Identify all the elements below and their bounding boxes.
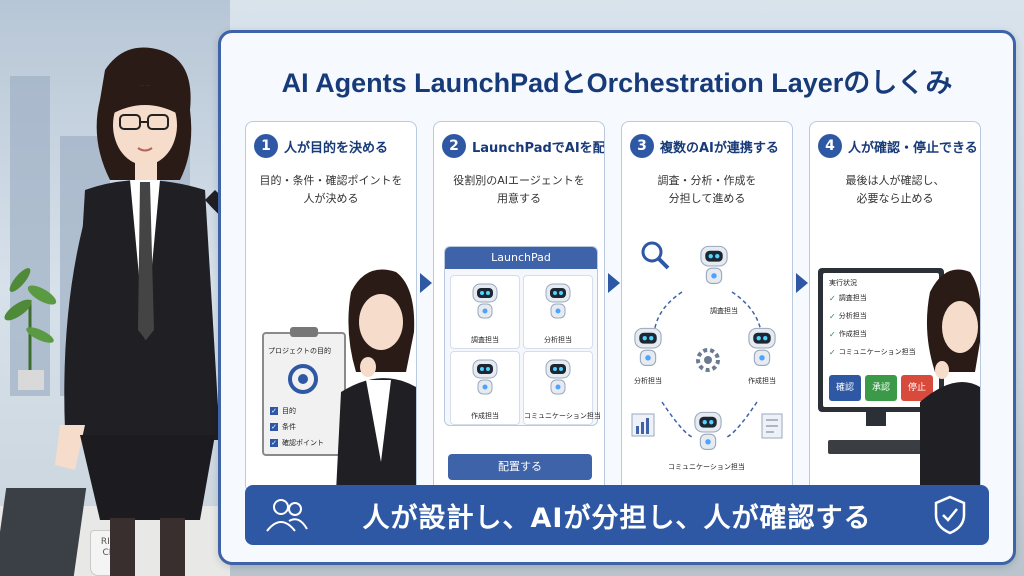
- robot-icon: [472, 359, 498, 395]
- clipboard-icon: プロジェクトの目的 ✓ 目的 ✓ 条件 ✓ 確認ポイント: [262, 327, 346, 456]
- checklist-item: ✓ 確認ポイント: [270, 438, 324, 448]
- checklist-item: ✓ 条件: [270, 422, 296, 432]
- clipboard-title: プロジェクトの目的: [268, 347, 331, 355]
- agent-label: 調査担当: [710, 307, 738, 315]
- monitor-stand: [866, 412, 886, 426]
- clip-icon: [290, 327, 318, 337]
- step-header: 1 人が目的を決める: [254, 132, 412, 160]
- step-title: 複数のAIが連携する: [660, 140, 779, 156]
- status-title: 実行状況: [829, 279, 857, 287]
- shield-check-icon: [934, 495, 966, 535]
- launchpad-panel: LaunchPad 調査担当 分析担当: [444, 246, 601, 426]
- orchestration-diagram: [631, 241, 783, 439]
- status-item-label: 調査担当: [838, 294, 867, 302]
- summary-text: 人が設計し、AIが分担し、人が確認する: [362, 502, 872, 534]
- check-icon: ✓: [270, 407, 278, 415]
- target-icon: [288, 364, 318, 394]
- main-panel: AI Agents LaunchPadとOrchestration Layerの…: [218, 30, 1016, 565]
- agent-slot[interactable]: 調査担当: [450, 275, 520, 349]
- status-item: ✓調査担当: [829, 293, 867, 303]
- step-header: 4 人が確認・停止できる: [818, 132, 978, 160]
- agent-label: 分析担当: [634, 377, 662, 385]
- launchpad-header: LaunchPad: [445, 247, 597, 269]
- agent-slot[interactable]: コミュニケーション担当: [523, 351, 601, 425]
- page-title: AI Agents LaunchPadとOrchestration Layerの…: [281, 68, 953, 98]
- step-number: 3: [630, 134, 654, 158]
- deploy-button[interactable]: 配置する: [448, 454, 592, 480]
- check-icon: ✓: [829, 311, 836, 321]
- arrow-right-icon: [796, 273, 808, 293]
- robot-icon: [700, 245, 728, 284]
- step-card-1: 1 人が目的を決める 目的・条件・確認ポイントを 人が決める プロジェクトの目的…: [245, 121, 417, 493]
- step-header: 2 LaunchPadでAIを配置: [442, 132, 604, 160]
- people-icon: [266, 499, 308, 532]
- status-item: ✓作成担当: [829, 329, 867, 339]
- status-item-label: 作成担当: [838, 330, 867, 338]
- step-description: 最後は人が確認し、 必要なら止める: [845, 174, 945, 205]
- person-at-monitor-illustration: [920, 269, 980, 492]
- step-number: 2: [442, 134, 466, 158]
- agent-slot[interactable]: 分析担当: [523, 275, 593, 349]
- robot-icon: [694, 411, 722, 450]
- check-icon: ✓: [829, 347, 836, 357]
- robot-icon: [472, 283, 498, 319]
- step-number: 4: [818, 134, 842, 158]
- step-number: 1: [254, 134, 278, 158]
- check-icon: ✓: [829, 293, 836, 303]
- arrow-right-icon: [608, 273, 620, 293]
- check-icon: ✓: [270, 439, 278, 447]
- keyboard: [828, 440, 928, 454]
- step-card-3: 3 複数のAIが連携する 調査・分析・作成を 分担して進める 調査担当: [621, 121, 793, 493]
- step-card-2: 2 LaunchPadでAIを配置 役割別のAIエージェントを 用意する Lau…: [433, 121, 605, 493]
- step-title: 人が目的を決める: [284, 140, 389, 156]
- status-item: ✓コミュニケーション担当: [829, 347, 916, 357]
- agent-slot-label: 調査担当: [471, 336, 499, 344]
- arrow-right-icon: [420, 273, 432, 293]
- step-description: 調査・分析・作成を 分担して進める: [657, 174, 757, 205]
- robot-icon: [634, 327, 662, 366]
- checklist-label: 目的: [282, 407, 296, 415]
- step-title: 人が確認・停止できる: [848, 140, 978, 156]
- agent-slot-label: 分析担当: [544, 336, 572, 344]
- agent-slot-label: コミュニケーション担当: [524, 412, 601, 420]
- status-item-label: 分析担当: [838, 312, 867, 320]
- status-item-label: コミュニケーション担当: [838, 348, 916, 356]
- step-card-4: 4 人が確認・停止できる 最後は人が確認し、 必要なら止める 実行状況 ✓調査担…: [809, 121, 981, 493]
- step-description: 役割別のAIエージェントを 用意する: [453, 174, 585, 205]
- approve-button[interactable]: 承認: [865, 375, 897, 401]
- check-icon: ✓: [829, 329, 836, 339]
- checklist-label: 確認ポイント: [282, 439, 324, 447]
- confirm-button[interactable]: 確認: [829, 375, 861, 401]
- agent-slot[interactable]: 作成担当: [450, 351, 520, 425]
- checklist-item: ✓ 目的: [270, 406, 296, 416]
- agent-label: コミュニケーション担当: [668, 463, 745, 471]
- summary-banner: 人が設計し、AIが分担し、人が確認する: [245, 485, 989, 545]
- step-description: 目的・条件・確認ポイントを 人が決める: [259, 174, 403, 205]
- step-title: LaunchPadでAIを配置: [472, 140, 605, 156]
- plant-icon: [4, 268, 57, 390]
- thinking-person-illustration: [336, 269, 416, 492]
- check-icon: ✓: [270, 423, 278, 431]
- agent-slot-label: 作成担当: [471, 412, 499, 420]
- agent-label: 作成担当: [748, 377, 776, 385]
- step-header: 3 複数のAIが連携する: [630, 132, 788, 160]
- robot-icon: [748, 327, 776, 366]
- robot-icon: [545, 283, 571, 319]
- checklist-label: 条件: [282, 423, 296, 431]
- robot-icon: [545, 359, 571, 395]
- presenter-illustration: [55, 47, 280, 576]
- status-item: ✓分析担当: [829, 311, 867, 321]
